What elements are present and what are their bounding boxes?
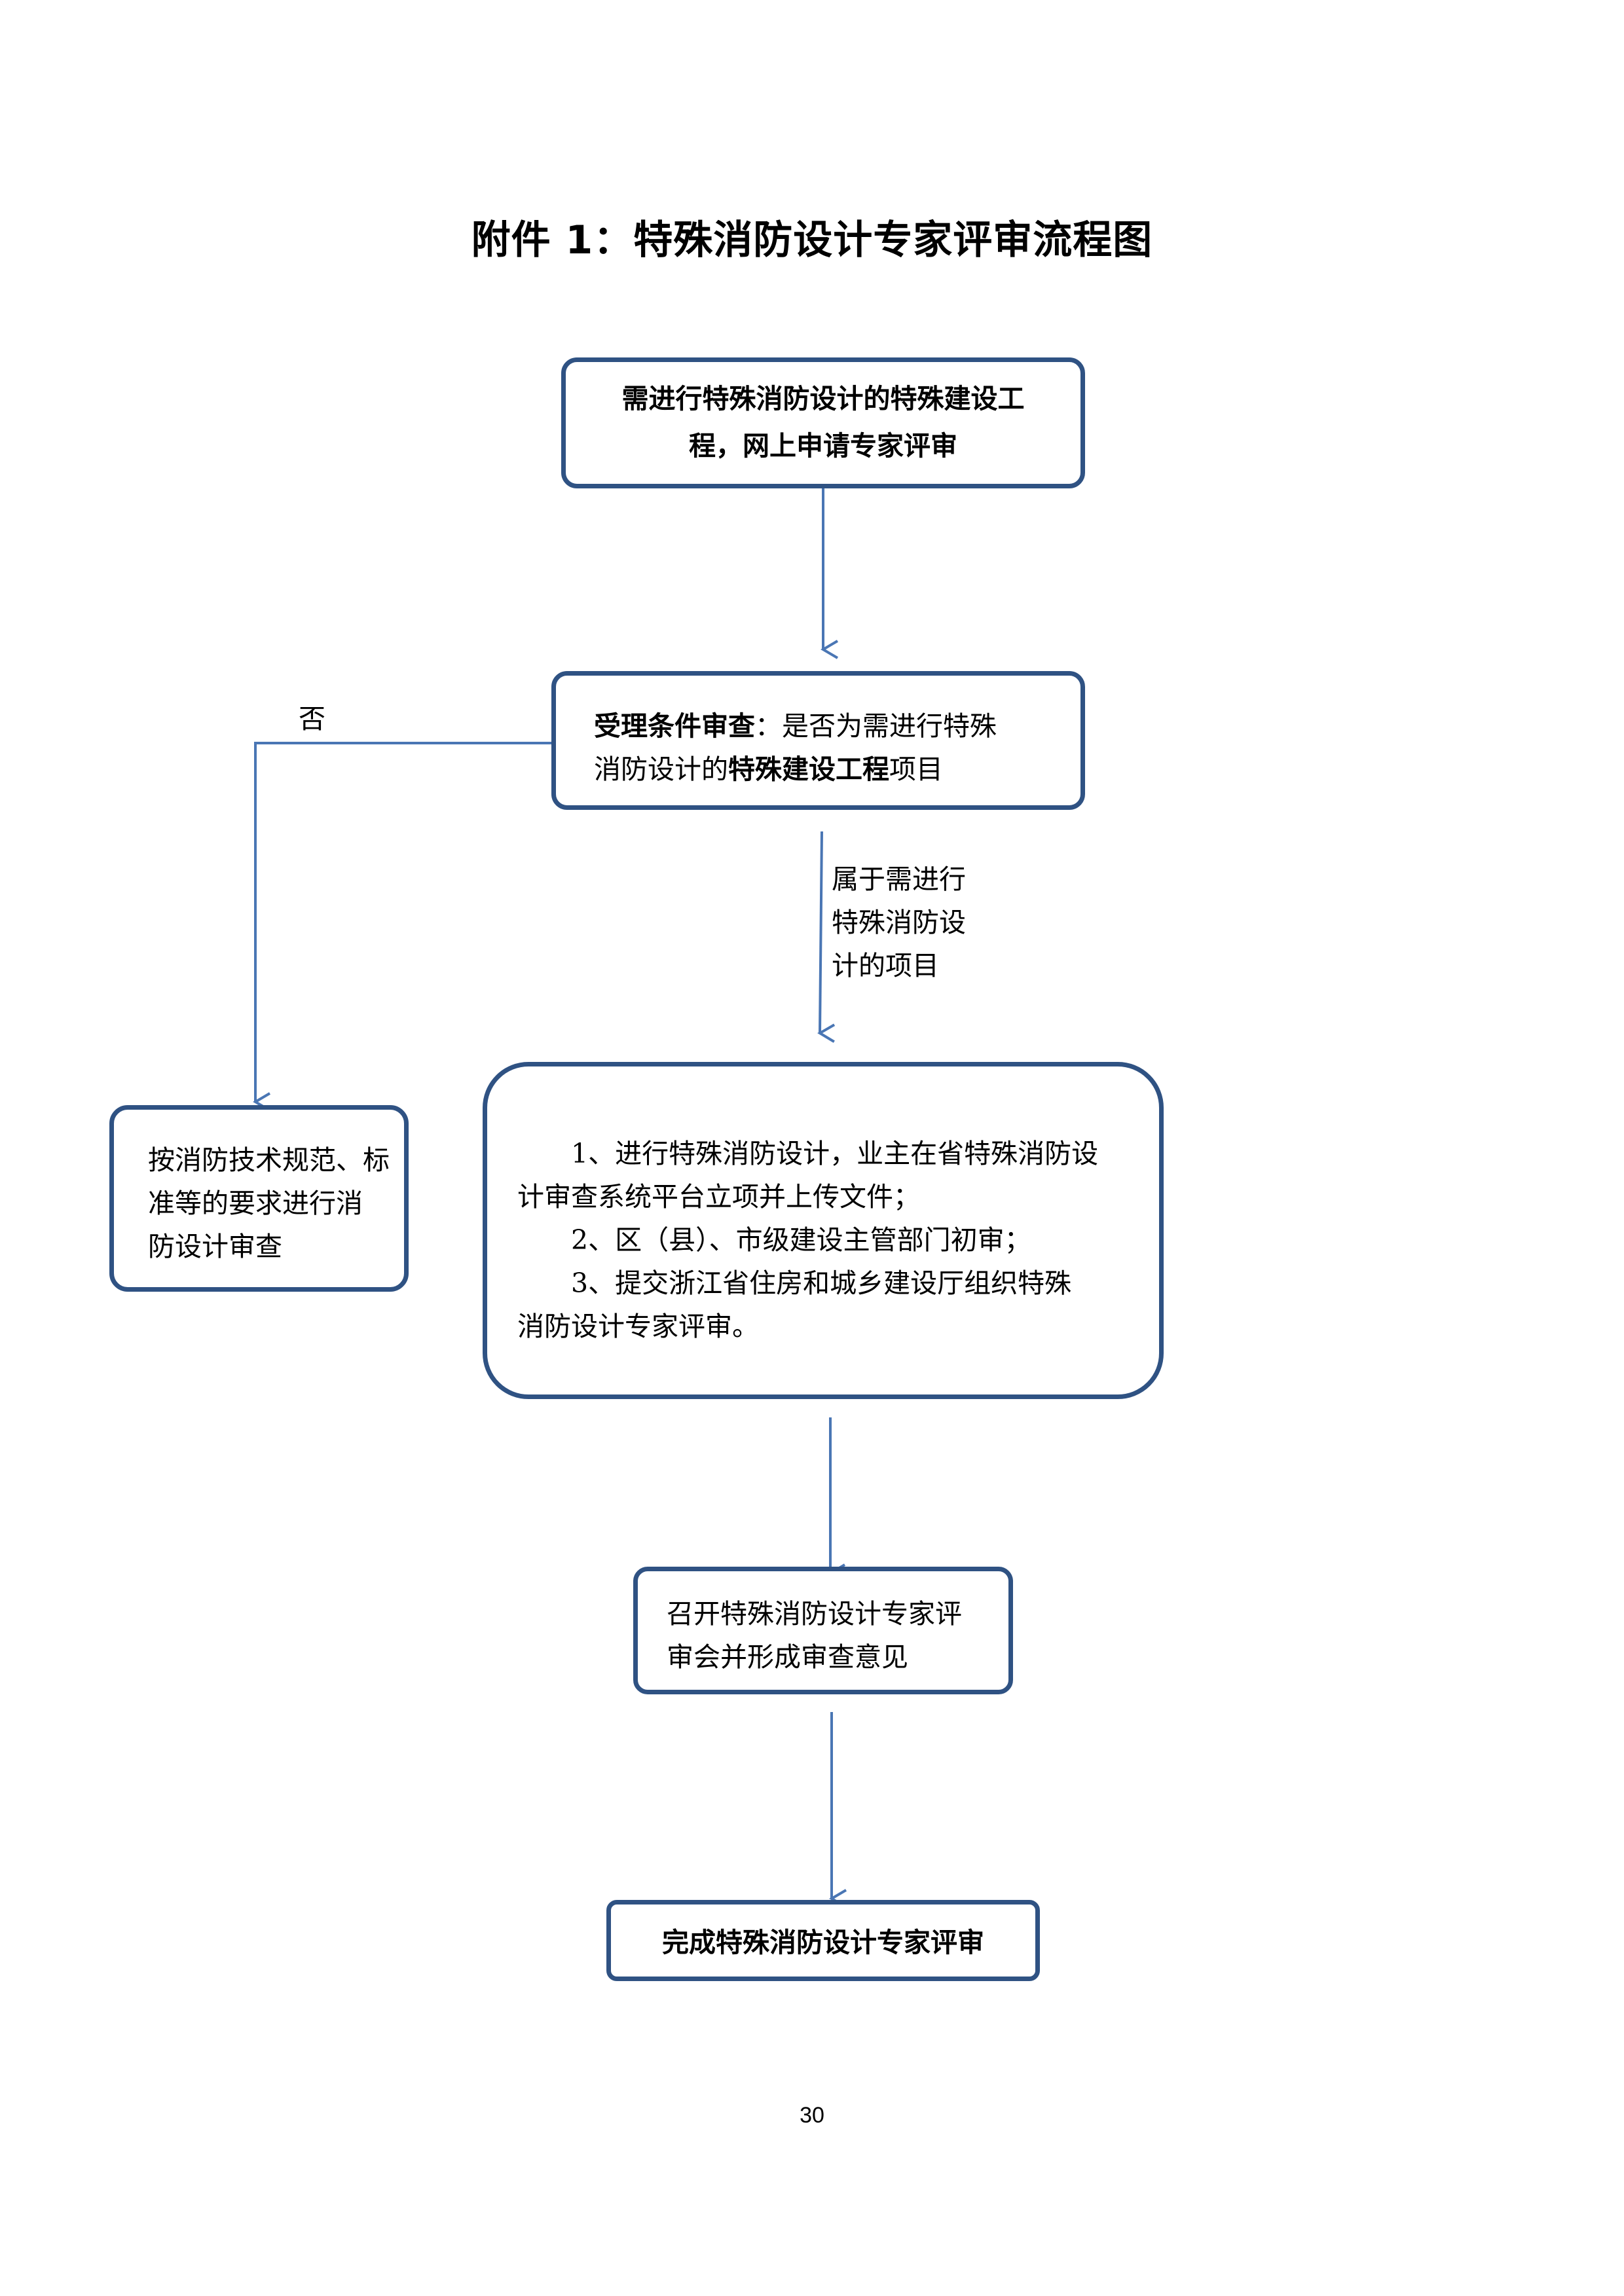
check-plain: 消防设计的 bbox=[594, 754, 728, 785]
node-standard-review-line2: 准等的要求进行消 bbox=[148, 1188, 363, 1219]
step-2: 2、区（县）、市级建设主管部门初审； bbox=[571, 1224, 1031, 1256]
node-acceptance-check-line2: 消防设计的特殊建设工程项目 bbox=[594, 748, 1080, 791]
node-design-steps: 1、进行特殊消防设计，业主在省特殊消防设 计审查系统平台立项并上传文件； 2、区… bbox=[483, 1062, 1164, 1399]
page-number: 30 bbox=[800, 2103, 824, 2128]
node-acceptance-check: 受理条件审查：是否为需进行特殊 消防设计的特殊建设工程项目 bbox=[551, 671, 1085, 810]
node-expert-meeting-line1: 召开特殊消防设计专家评 bbox=[667, 1598, 962, 1630]
edge-label-yes-line3: 计的项目 bbox=[832, 950, 939, 981]
check-bold-title: 受理条件审查 bbox=[594, 710, 755, 742]
node-standard-review: 按消防技术规范、标 准等的要求进行消 防设计审查 bbox=[109, 1105, 409, 1292]
arrow-check-to-steps bbox=[817, 831, 836, 1043]
arrow-check-to-no-branch bbox=[253, 742, 551, 1112]
node-expert-meeting-line2: 审会并形成审查意见 bbox=[667, 1641, 908, 1673]
node-review-complete-text: 完成特殊消防设计专家评审 bbox=[662, 1927, 984, 1958]
step-1-line2: 计审查系统平台立项并上传文件； bbox=[517, 1181, 920, 1212]
edge-label-no: 否 bbox=[299, 703, 325, 735]
check-bold-project: 特殊建设工程 bbox=[728, 754, 889, 785]
edge-label-yes-line1: 属于需进行 bbox=[832, 864, 966, 895]
check-question: ：是否为需进行特殊 bbox=[755, 710, 997, 742]
node-review-complete: 完成特殊消防设计专家评审 bbox=[606, 1900, 1040, 1981]
node-apply-online-line1: 需进行特殊消防设计的特殊建设工 bbox=[621, 383, 1025, 414]
node-standard-review-line3: 防设计审查 bbox=[148, 1231, 282, 1262]
step-3-line1: 3、提交浙江省住房和城乡建设厅组织特殊 bbox=[571, 1267, 1072, 1299]
step-1-line1: 1、进行特殊消防设计，业主在省特殊消防设 bbox=[571, 1138, 1099, 1169]
node-apply-online-line2: 程，网上申请专家评审 bbox=[689, 430, 957, 462]
node-acceptance-check-line1: 受理条件审查：是否为需进行特殊 bbox=[594, 704, 1080, 748]
page-title: 附件 1：特殊消防设计专家评审流程图 bbox=[471, 217, 1153, 263]
node-expert-meeting: 召开特殊消防设计专家评 审会并形成审查意见 bbox=[633, 1567, 1013, 1694]
edge-label-yes: 属于需进行 特殊消防设 计的项目 bbox=[832, 858, 966, 987]
step-3-line2: 消防设计专家评审。 bbox=[517, 1311, 759, 1342]
node-apply-online: 需进行特殊消防设计的特殊建设工 程，网上申请专家评审 bbox=[561, 357, 1085, 488]
node-standard-review-line1: 按消防技术规范、标 bbox=[148, 1144, 390, 1176]
edge-label-yes-line2: 特殊消防设 bbox=[832, 907, 966, 938]
check-tail: 项目 bbox=[889, 754, 943, 785]
